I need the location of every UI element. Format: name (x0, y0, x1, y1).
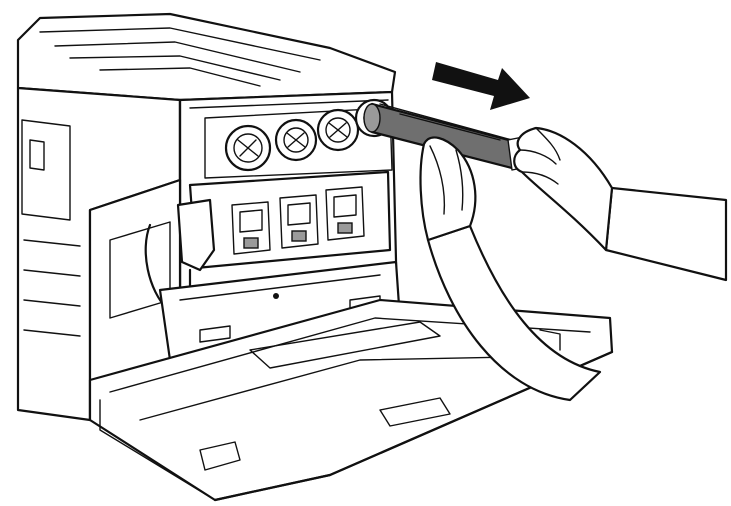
imaging-unit-2 (279, 194, 319, 249)
right-hand-fingers (513, 126, 614, 252)
left-hand-fingers (419, 136, 477, 242)
imaging-units (144, 170, 392, 312)
toner-port-3 (316, 108, 360, 152)
printer-top-cover (16, 12, 397, 102)
toner-port-1 (224, 124, 272, 172)
imaging-unit-3 (325, 186, 365, 241)
toner-ports (204, 98, 394, 179)
left-hand (419, 136, 602, 402)
front-door-open (88, 298, 614, 502)
imaging-unit-1 (231, 201, 271, 255)
left-latch-arm (176, 198, 216, 272)
pull-direction-arrow-icon (432, 62, 530, 110)
left-sleeve (426, 224, 602, 402)
toner-port-2 (274, 118, 318, 162)
right-sleeve (604, 186, 728, 282)
right-hand (513, 126, 728, 282)
